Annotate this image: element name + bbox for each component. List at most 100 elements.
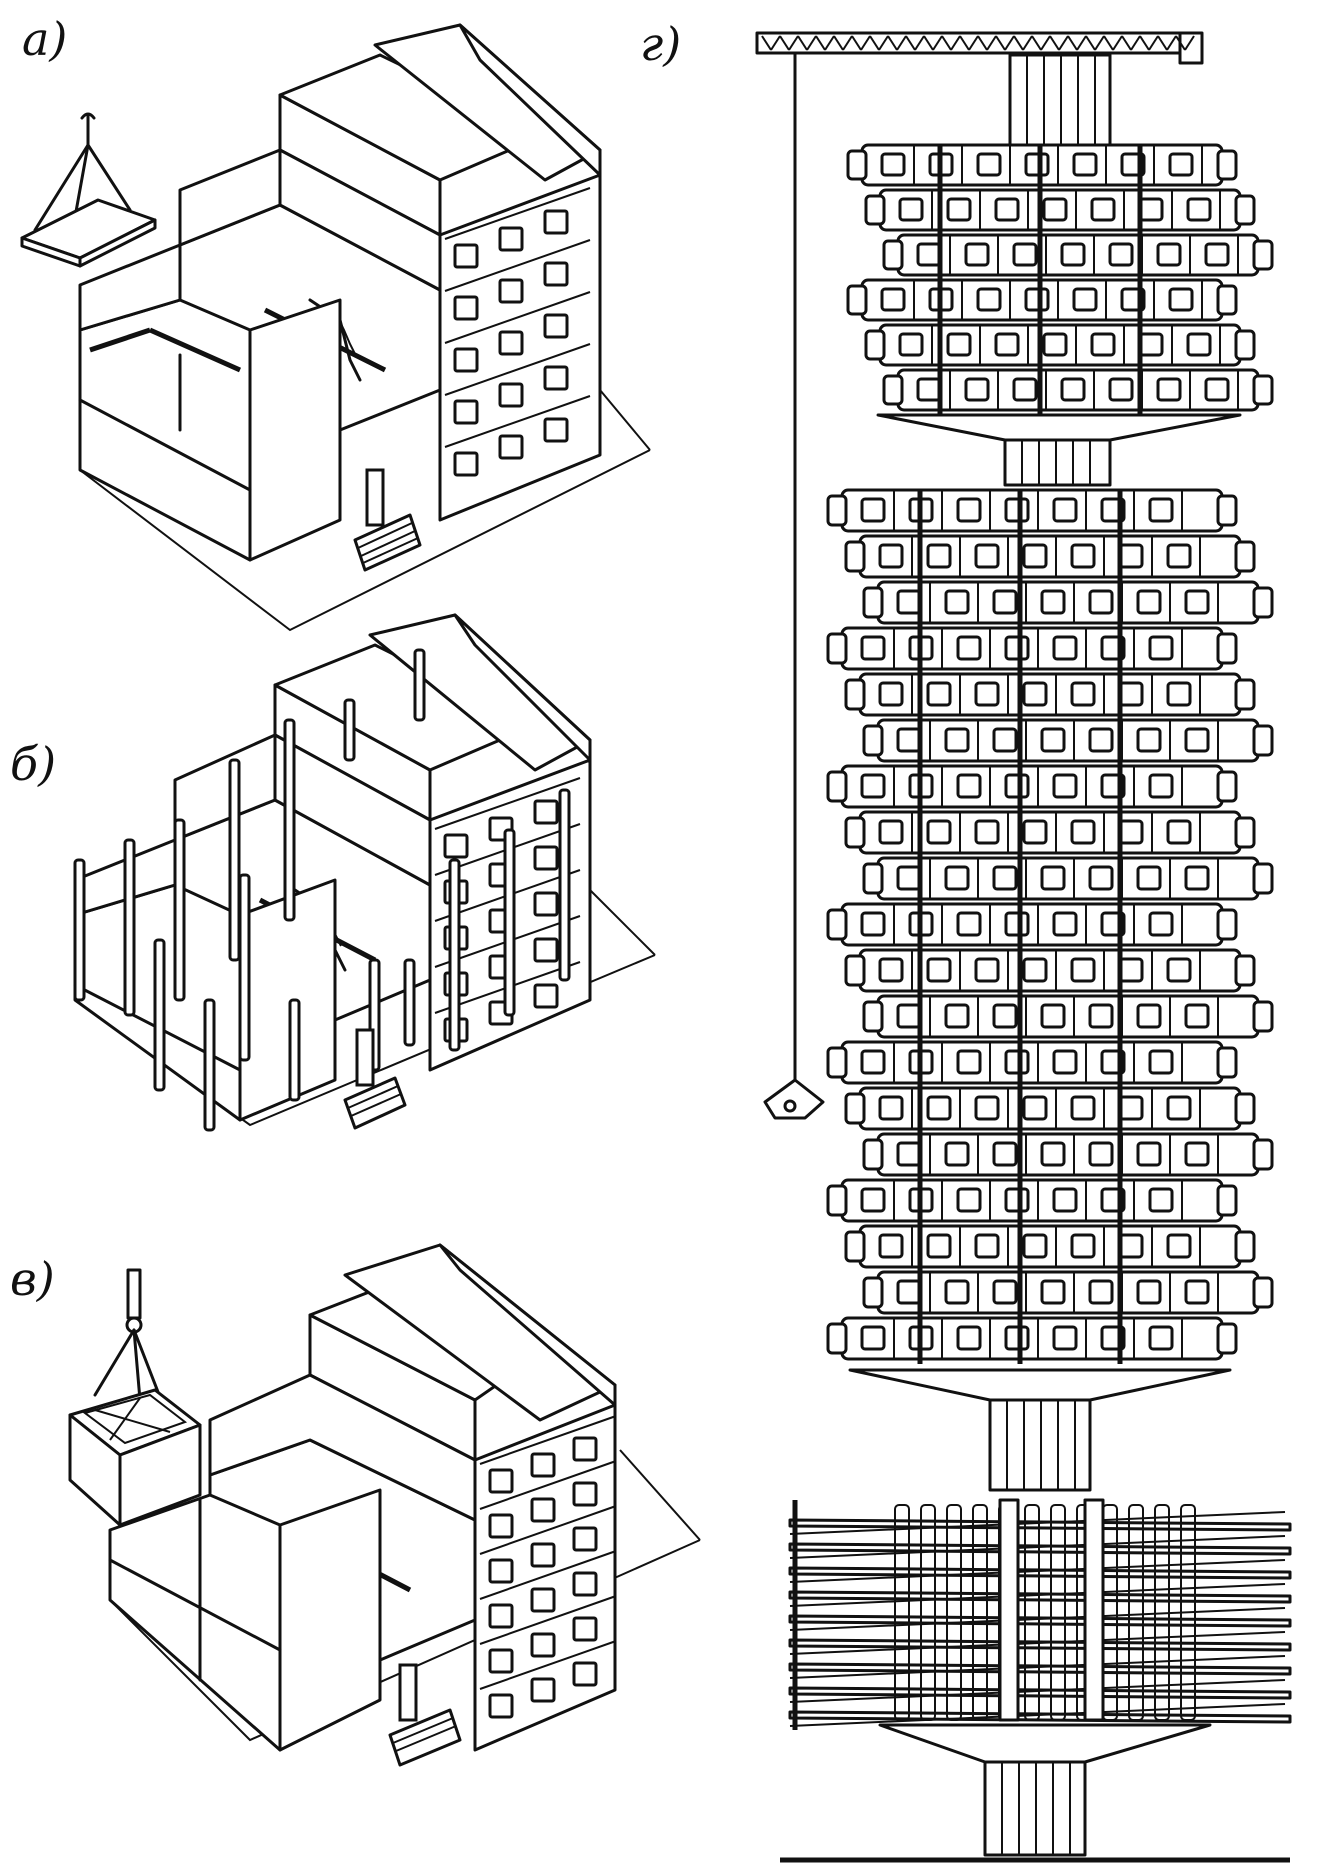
column xyxy=(1128,1504,1144,1721)
window xyxy=(572,1661,598,1687)
truss-member xyxy=(878,35,889,51)
frame-column xyxy=(448,858,461,1052)
diagonal-slab xyxy=(789,1655,1286,1679)
floor-end xyxy=(1252,1276,1274,1309)
panel-seam xyxy=(434,777,581,830)
floor-end xyxy=(844,1230,866,1263)
window xyxy=(878,819,904,845)
floor-end xyxy=(862,862,884,895)
floor-end xyxy=(844,816,866,849)
floor-end xyxy=(1252,239,1274,271)
window xyxy=(1136,727,1162,753)
truss-member xyxy=(1022,35,1033,51)
window xyxy=(1204,242,1230,267)
diagonal-slab xyxy=(789,1535,1286,1559)
window xyxy=(1118,543,1144,569)
floor-end xyxy=(844,678,866,711)
column xyxy=(1024,1504,1040,1721)
window xyxy=(1168,152,1194,177)
floor-end xyxy=(826,908,848,941)
window xyxy=(1136,1279,1162,1305)
column xyxy=(894,1504,910,1721)
window xyxy=(956,1325,982,1351)
floor-end xyxy=(1216,1322,1238,1355)
window xyxy=(898,332,924,357)
floor-end xyxy=(1252,1000,1274,1033)
low-block-a xyxy=(78,243,342,562)
window xyxy=(1004,1187,1030,1213)
truss-member xyxy=(887,35,898,51)
window xyxy=(1136,865,1162,891)
floor-end xyxy=(846,284,868,316)
truss-member xyxy=(833,35,844,51)
truss-member xyxy=(1157,35,1168,51)
window xyxy=(926,543,952,569)
frame-column xyxy=(403,958,416,1047)
window xyxy=(880,152,906,177)
window xyxy=(1184,1141,1210,1167)
floor-end xyxy=(1234,678,1256,711)
window xyxy=(964,377,990,402)
window xyxy=(1184,1279,1210,1305)
window xyxy=(1088,589,1114,615)
window xyxy=(1004,1049,1030,1075)
window xyxy=(453,295,479,321)
window xyxy=(1004,1325,1030,1351)
truss-member xyxy=(1013,35,1024,51)
truss-member xyxy=(986,35,997,51)
window xyxy=(992,1003,1018,1029)
truss-member xyxy=(1004,35,1015,51)
window xyxy=(994,197,1020,222)
truss-member xyxy=(1148,35,1159,51)
floor-end xyxy=(1234,816,1256,849)
truss-member xyxy=(1094,35,1105,51)
truss-member xyxy=(950,35,961,51)
window xyxy=(1136,1003,1162,1029)
window xyxy=(1042,332,1068,357)
window xyxy=(878,1233,904,1259)
window xyxy=(1072,152,1098,177)
frame-column xyxy=(228,758,241,962)
window xyxy=(946,197,972,222)
window xyxy=(956,635,982,661)
window xyxy=(1004,773,1030,799)
window xyxy=(453,243,479,269)
window xyxy=(1136,589,1162,615)
ground-edge-a xyxy=(599,389,651,451)
truss-member xyxy=(797,35,808,51)
frame-column xyxy=(238,873,251,1062)
panel-v-volumetric-block-building xyxy=(68,1243,701,1767)
window xyxy=(498,226,524,252)
truss-member xyxy=(1184,35,1195,51)
diagonal-slab xyxy=(789,1679,1286,1703)
window xyxy=(1060,377,1086,402)
frame-column xyxy=(413,648,426,722)
window xyxy=(974,681,1000,707)
window xyxy=(1052,911,1078,937)
panel-b-frame-building xyxy=(73,613,656,1132)
window xyxy=(498,330,524,356)
window xyxy=(1136,1141,1162,1167)
truss-member xyxy=(1139,35,1150,51)
window xyxy=(1022,957,1048,983)
window xyxy=(926,819,952,845)
floor-end xyxy=(882,374,904,406)
window xyxy=(1070,1233,1096,1259)
window xyxy=(1184,589,1210,615)
window xyxy=(896,1141,922,1167)
window xyxy=(1022,1233,1048,1259)
floor-end xyxy=(1216,494,1238,527)
window xyxy=(1118,681,1144,707)
window xyxy=(1040,1003,1066,1029)
truss-member xyxy=(806,35,817,51)
ground-edge-v xyxy=(619,1449,701,1541)
window xyxy=(1040,589,1066,615)
window xyxy=(533,845,559,871)
window xyxy=(956,497,982,523)
core-band xyxy=(1083,1498,1105,1722)
window xyxy=(498,278,524,304)
window xyxy=(1088,865,1114,891)
frame-columns-b xyxy=(73,648,571,1132)
window xyxy=(1148,911,1174,937)
window xyxy=(926,1095,952,1121)
